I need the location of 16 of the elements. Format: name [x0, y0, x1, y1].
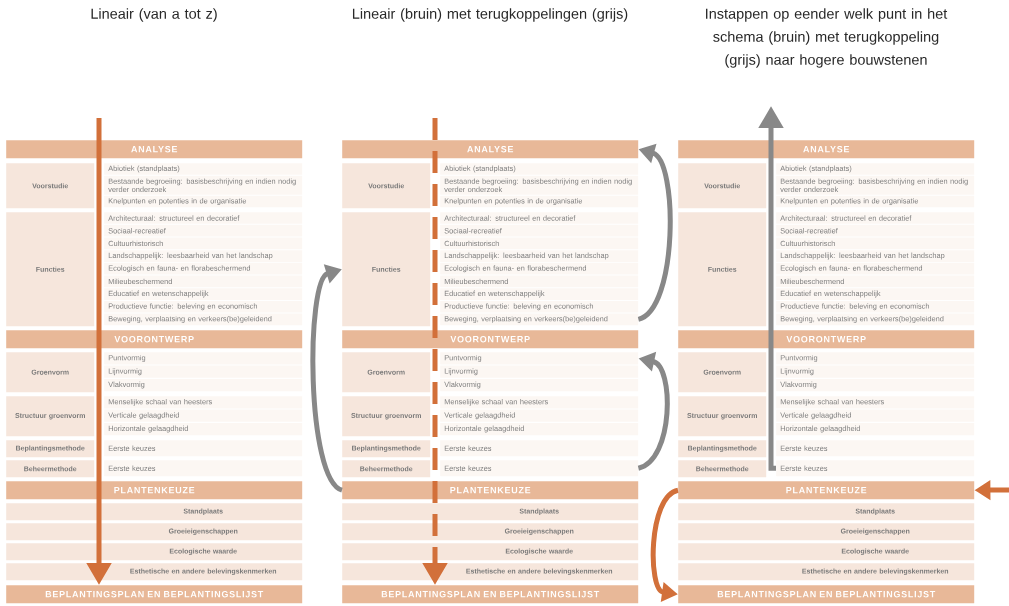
panel-title: Lineair (van a tot z)	[91, 8, 217, 22]
section-band: PLANTENKEUZE	[6, 481, 303, 500]
section-band: ANALYSE	[342, 140, 639, 159]
section-band: ANALYSE	[678, 140, 975, 159]
section-band: BEPLANTINGSPLAN EN BEPLANTINGSLIJST	[678, 585, 975, 604]
section-band: VOORONTWERP	[6, 330, 303, 349]
panel-title: Lineair (bruin) met terugkoppelingen (grijs)	[353, 8, 628, 22]
arrow	[310, 264, 344, 493]
section-band: VOORONTWERP	[678, 330, 975, 349]
section-band: ANALYSE	[6, 140, 303, 159]
section-band: PLANTENKEUZE	[342, 481, 639, 500]
section-band: BEPLANTINGSPLAN EN BEPLANTINGSLIJST	[6, 585, 303, 604]
section-band: VOORONTWERP	[342, 330, 639, 349]
section-band: PLANTENKEUZE	[678, 481, 975, 500]
panel-title: Instappen op eender welk punt in het schema (bruin) met terugkoppeling (grijs) naar hogere bouwstenen	[706, 8, 948, 68]
section-band: BEPLANTINGSPLAN EN BEPLANTINGSLIJST	[342, 585, 639, 604]
